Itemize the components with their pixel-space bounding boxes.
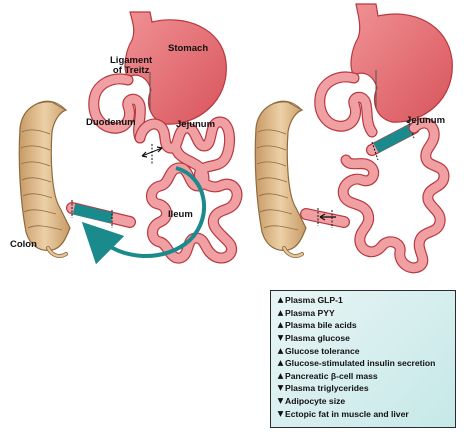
effect-row: ▼Ectopic fat in muscle and liver <box>276 407 451 420</box>
arrow-up-icon: ▲ <box>277 295 284 305</box>
effect-text: Adipocyte size <box>285 396 346 407</box>
effect-text: Glucose tolerance <box>285 345 360 356</box>
effect-row: ▲Plasma PYY <box>276 307 451 320</box>
effects-panel: ▲Plasma GLP-1▲Plasma PYY▲Plasma bile aci… <box>270 290 456 428</box>
left-colon <box>18 101 71 251</box>
arrow-up-icon: ▲ <box>277 370 284 380</box>
transposition-arrow <box>81 166 206 265</box>
effect-text: Pancreatic β-cell mass <box>285 370 378 381</box>
right-colon <box>254 101 307 251</box>
effect-row: ▼Plasma glucose <box>276 332 451 345</box>
arrow-down-icon: ▼ <box>277 333 284 343</box>
effect-row: ▼Adipocyte size <box>276 395 451 408</box>
effect-text: Plasma bile acids <box>285 320 357 331</box>
effect-text: Plasma glucose <box>285 333 350 344</box>
effect-row: ▲Glucose tolerance <box>276 344 451 357</box>
effect-text: Plasma GLP-1 <box>285 295 343 306</box>
label-jejunum-left: Jejunum <box>176 119 216 130</box>
label-ligament-of-treitz: Ligament of Treitz <box>110 55 153 76</box>
arrow-down-icon: ▼ <box>277 383 284 393</box>
label-ileum: Ileum <box>168 209 193 220</box>
label-stomach: Stomach <box>168 43 209 54</box>
effect-text: Plasma PYY <box>285 307 335 318</box>
arrow-down-icon: ▼ <box>277 408 284 418</box>
left-transposed-segment <box>72 203 114 224</box>
arrow-up-icon: ▲ <box>277 358 284 368</box>
effect-text: Glucose-stimulated insulin secretion <box>285 358 436 369</box>
effect-text: Plasma triglycerides <box>285 383 369 394</box>
arrow-down-icon: ▼ <box>277 396 284 406</box>
arrow-up-icon: ▲ <box>277 307 284 317</box>
effect-row: ▲Plasma GLP-1 <box>276 294 451 307</box>
right-anatomy <box>254 3 453 274</box>
effect-row: ▲Plasma bile acids <box>276 319 451 332</box>
arrow-up-icon: ▲ <box>277 345 284 355</box>
effect-row: ▼Plasma triglycerides <box>276 382 451 395</box>
right-interposed-segment <box>373 124 415 153</box>
effect-text: Ectopic fat in muscle and liver <box>285 408 409 419</box>
label-colon: Colon <box>10 239 37 250</box>
effect-row: ▲Glucose-stimulated insulin secretion <box>276 357 451 370</box>
label-jejunum-right: Jejunum <box>406 115 446 126</box>
label-duodenum: Duodenum <box>86 117 136 128</box>
left-anatomy <box>18 11 243 265</box>
arrow-up-icon: ▲ <box>277 320 284 330</box>
effect-row: ▲Pancreatic β-cell mass <box>276 370 451 383</box>
